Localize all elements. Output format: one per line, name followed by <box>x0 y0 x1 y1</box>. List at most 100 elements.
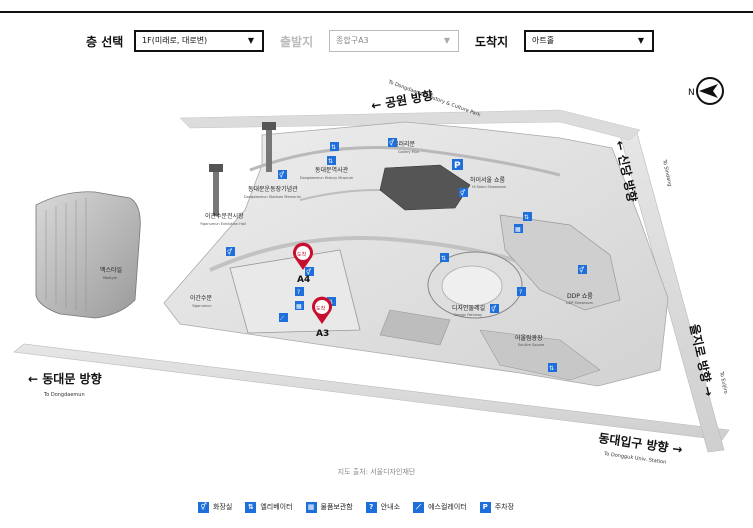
locker-icon: ▦ <box>295 301 304 310</box>
escalator-icon: ⟋ <box>413 501 425 513</box>
light-tower <box>262 122 276 130</box>
place-maxtyle: 맥스타일 <box>100 266 122 274</box>
dir-dongdaemun-en: To Dongdaemun <box>43 392 85 398</box>
svg-text:⇅: ⇅ <box>331 144 336 151</box>
svg-text:▦: ▦ <box>296 303 302 310</box>
locker-icon: ▦ <box>305 501 317 513</box>
place-igansu-en: Yiganumun <box>192 304 212 308</box>
svg-text:⚥: ⚥ <box>227 248 232 256</box>
restroom-icon: ⚥ <box>459 188 468 197</box>
pin-a3-label: A3 <box>316 329 329 339</box>
legend-item-restroom: ⚥ 화장실 <box>198 501 233 513</box>
maxtyle-building <box>35 191 141 319</box>
elevator-icon: ⇅ <box>245 501 257 513</box>
elevator-icon: ⇅ <box>330 142 339 151</box>
chevron-down-icon: ▼ <box>443 36 450 45</box>
top-divider <box>0 11 753 13</box>
place-igansu-hall: 이간수문전시장 <box>205 212 244 220</box>
floor-select-label: 층 선택 <box>86 35 124 49</box>
place-hiseoul: 하이서울 쇼룸 <box>470 176 506 184</box>
dark-building <box>379 164 471 211</box>
dir-sindang-en: To Sindang <box>661 158 673 187</box>
place-history-en: Dongdaemun History Museum <box>300 176 354 180</box>
svg-text:⇅: ⇅ <box>328 158 333 165</box>
dir-euljiro-en: To Euljiro <box>718 370 729 394</box>
walkway <box>249 146 561 177</box>
info-icon: ? <box>295 287 304 296</box>
pin-a3[interactable]: 도착 A3 <box>312 296 332 339</box>
legend-item-parking: P 주차장 <box>479 501 515 513</box>
place-design-en: Design Pathway <box>454 313 482 317</box>
map-source: 지도 출처: 서울디자인재단 <box>337 468 416 476</box>
elevator-icon: ⇅ <box>523 212 532 221</box>
svg-text:⚥: ⚥ <box>279 171 284 179</box>
road-south <box>13 343 730 441</box>
restroom-icon: ⚥ <box>578 265 587 274</box>
svg-text:▦: ▦ <box>515 226 521 233</box>
restroom-icon: ⚥ <box>305 267 314 276</box>
origin-select[interactable]: 종합구A3 ▼ <box>329 30 459 52</box>
svg-text:⚥: ⚥ <box>460 189 465 197</box>
legend-item-escalator: ⟋ 에스컬레이터 <box>413 501 467 513</box>
elevator-icon: ⇅ <box>327 156 336 165</box>
legend-label: 주차장 <box>494 503 515 511</box>
restroom-icon: ⚥ <box>388 138 397 147</box>
place-igansu-hall-en: Yiganumun Exhibition Hall <box>200 222 246 226</box>
escalator-icon: ⟋ <box>279 313 288 322</box>
info-icon: ? <box>365 501 377 513</box>
pin-a3-text: 도착 <box>316 305 326 312</box>
selector-bar: 층 선택 1F(미래로, 대로변) ▼ 출발지 종합구A3 ▼ 도착지 아트홀 … <box>0 30 753 54</box>
legend-item-elevator: ⇅ 엘리베이터 <box>245 501 293 513</box>
parking-icon: P <box>452 159 463 171</box>
elevator-icon: ⇅ <box>548 363 557 372</box>
compass-needle-icon <box>699 84 718 98</box>
ddp-east <box>499 214 621 311</box>
legend-item-info: ? 안내소 <box>365 501 400 513</box>
pin-a4-text: 도착 <box>297 251 307 258</box>
ddp-floor-map[interactable]: N ← 공원 방향 To Dongdaemun History & Cultur… <box>0 60 753 470</box>
locker-icon: ▦ <box>514 224 523 233</box>
place-eoul-en: Eoullim Square <box>518 343 544 347</box>
pin-a4-label: A4 <box>297 275 310 285</box>
restroom-icon: ⚥ <box>198 501 209 513</box>
legend-label: 화장실 <box>213 503 233 511</box>
place-ddp-en: DDP Showroom <box>566 301 594 305</box>
ddp-oval-inner <box>441 265 503 307</box>
dest-select-value: 아트홀 <box>532 36 555 45</box>
dir-dongdaemun-kr: ← 동대문 방향 <box>28 371 102 386</box>
compass-letter: N <box>688 88 695 98</box>
svg-text:P: P <box>454 161 461 171</box>
place-maxtyle-en: Maxtyle <box>103 276 117 280</box>
svg-text:⇅: ⇅ <box>549 365 554 372</box>
legend: ⚥ 화장실 ⇅ 엘리베이터 ▦ 물품보관함 ? 안내소 ⟋ 에스컬레이터 P 주… <box>198 500 527 514</box>
svg-text:⇅: ⇅ <box>441 255 446 262</box>
chevron-down-icon: ▼ <box>247 36 254 45</box>
lower-building <box>479 329 601 381</box>
light-tower <box>209 164 223 172</box>
origin-select-value: 종합구A3 <box>336 36 369 45</box>
place-hiseoul-en: Hi Seoul Showroom <box>472 185 507 189</box>
svg-text:⇅: ⇅ <box>524 214 529 221</box>
svg-text:?: ? <box>519 289 522 296</box>
floor-select-value: 1F(미래로, 대로변) <box>142 36 208 45</box>
place-design: 디자인둘레길 <box>452 304 485 312</box>
svg-text:?: ? <box>297 289 300 296</box>
place-ddp: DDP 쇼룸 <box>567 293 593 300</box>
place-igansu: 이간수문 <box>190 294 213 302</box>
place-gallery-en: Gallery Mun <box>398 150 419 154</box>
floor-select[interactable]: 1F(미래로, 대로변) ▼ <box>134 30 264 52</box>
dest-select-label: 도착지 <box>475 35 509 49</box>
lower-building <box>379 309 451 346</box>
dest-select[interactable]: 아트홀 ▼ <box>524 30 654 52</box>
svg-text:⟋: ⟋ <box>280 315 285 322</box>
light-tower <box>266 128 272 172</box>
place-gallery: 갤러리문 <box>393 140 416 148</box>
origin-select-label: 출발지 <box>280 35 314 49</box>
pin-a4[interactable]: 도착 A4 <box>293 242 313 285</box>
legend-label: 물품보관함 <box>320 503 353 511</box>
chevron-down-icon: ▼ <box>637 36 644 45</box>
building-lines <box>45 198 87 312</box>
restroom-icon: ⚥ <box>490 304 499 313</box>
svg-text:⚥: ⚥ <box>491 305 496 313</box>
elevator-icon: ⇅ <box>440 253 449 262</box>
